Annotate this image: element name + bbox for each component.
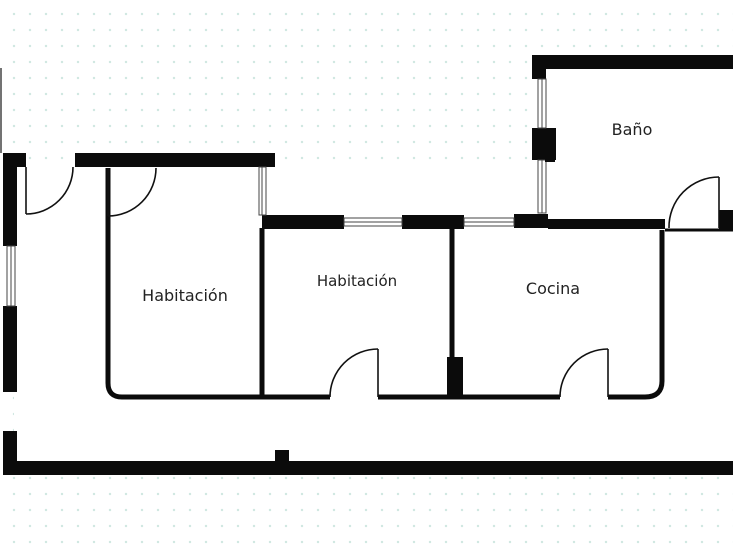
bathroom-left-wall-top	[532, 55, 546, 79]
bedroom-1-wall	[105, 168, 262, 400]
room-label-bathroom: Baño	[612, 120, 653, 139]
bathroom-window	[537, 78, 547, 214]
bottom-wall	[3, 461, 733, 475]
bedroom-2-door	[329, 348, 379, 398]
wall-blocks	[262, 154, 665, 399]
kitchen-wall	[608, 230, 665, 400]
left-window	[0, 68, 16, 307]
entry-wall-stub	[9, 153, 26, 167]
doors	[25, 166, 720, 398]
left-wall-upper	[3, 153, 17, 246]
interior-walls	[105, 168, 733, 400]
room-label-kitchen: Cocina	[526, 279, 580, 298]
kitchen-door	[559, 348, 609, 398]
bedroom-1-door	[107, 167, 157, 217]
bathroom-door	[668, 176, 720, 229]
outer-walls	[3, 55, 733, 475]
bathroom-right-wall	[719, 210, 733, 230]
left-wall-lower	[3, 431, 17, 475]
left-wall-middle	[3, 306, 17, 392]
wall-pillar	[275, 450, 289, 464]
room-label-bedroom-1: Habitación	[142, 286, 228, 305]
room-label-bedroom-2: Habitación	[317, 272, 397, 290]
floor-areas	[14, 68, 733, 463]
interior-windows	[258, 166, 515, 227]
top-wall-left	[75, 153, 275, 167]
entry-door	[25, 166, 74, 215]
top-wall-bathroom	[532, 55, 733, 69]
